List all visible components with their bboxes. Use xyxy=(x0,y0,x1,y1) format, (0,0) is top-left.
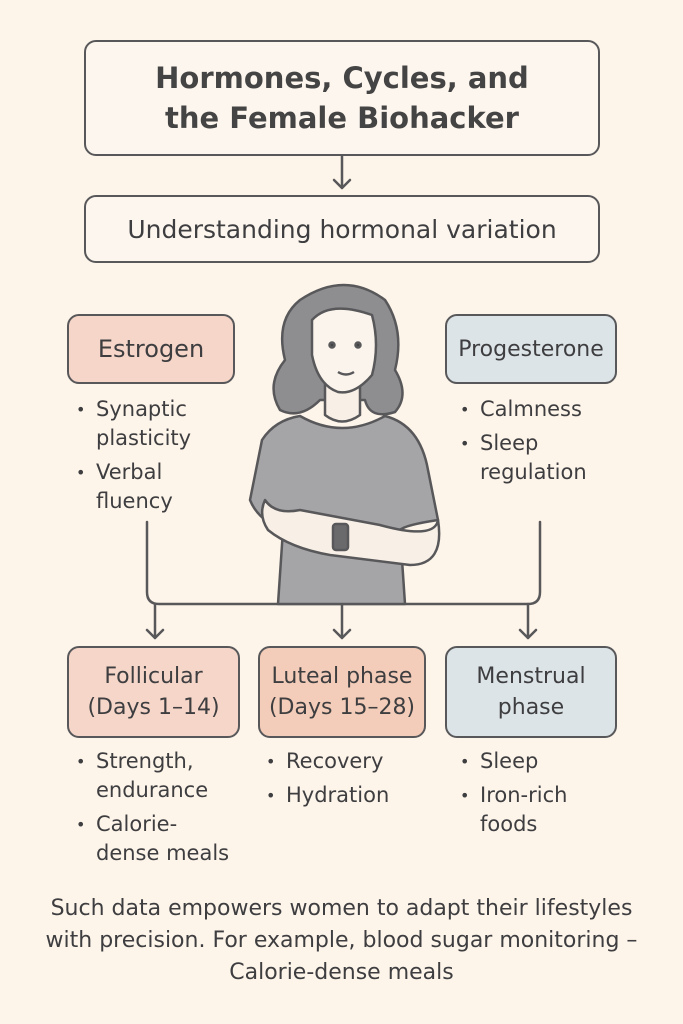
mouth xyxy=(337,370,355,376)
menstrual-bullets: Sleep Iron-rich foods xyxy=(458,747,598,844)
list-item: Sleep xyxy=(458,747,598,776)
list-item: Synaptic plasticity xyxy=(74,395,244,453)
list-item: Hydration xyxy=(264,781,424,810)
progesterone-bullets: Calmness Sleep regulation xyxy=(458,395,598,492)
crossed-arms xyxy=(260,498,441,567)
estrogen-label: Estrogen xyxy=(97,335,205,363)
eye-right xyxy=(354,341,362,349)
follicular-box: Follicular (Days 1–14) xyxy=(67,646,240,738)
estrogen-bullets: Synaptic plasticity Verbal fluency xyxy=(74,395,244,521)
luteal-bullets: Recovery Hydration xyxy=(264,747,424,815)
list-item: Calmness xyxy=(458,395,598,424)
menstrual-line-1: Menstrual xyxy=(476,664,586,689)
title-line-2: the Female Biohacker xyxy=(165,101,519,135)
follicular-line-1: Follicular xyxy=(104,664,203,689)
arrow-to-follicular xyxy=(145,602,165,640)
estrogen-box: Estrogen xyxy=(67,314,235,384)
follicular-line-2: (Days 1–14) xyxy=(87,695,220,720)
luteal-line-1: Luteal phase xyxy=(271,664,413,689)
list-item: Strength, endurance xyxy=(74,747,234,805)
arrow-to-luteal xyxy=(332,602,352,640)
arrow-to-menstrual xyxy=(518,602,538,640)
eye-left xyxy=(328,341,336,349)
arrow-title-to-subtitle xyxy=(332,154,352,190)
list-item: Recovery xyxy=(264,747,424,776)
menstrual-box: Menstrual phase xyxy=(445,646,617,738)
footer-text: Such data empowers women to adapt their … xyxy=(45,896,638,985)
list-item: Iron-rich foods xyxy=(458,781,598,839)
menstrual-line-2: phase xyxy=(497,695,565,720)
progesterone-box: Progesterone xyxy=(445,314,617,384)
smartwatch-icon xyxy=(331,522,350,552)
progesterone-label: Progesterone xyxy=(458,336,604,362)
woman-illustration xyxy=(248,283,441,606)
list-item: Verbal fluency xyxy=(74,458,244,516)
face xyxy=(310,307,378,394)
subtitle-text: Understanding hormonal variation xyxy=(127,214,557,244)
list-item: Calorie-dense meals xyxy=(74,810,234,868)
follicular-bullets: Strength, endurance Calorie-dense meals xyxy=(74,747,234,873)
title-line-1: Hormones, Cycles, and xyxy=(155,61,529,95)
luteal-line-2: (Days 15–28) xyxy=(268,695,416,720)
luteal-box: Luteal phase (Days 15–28) xyxy=(258,646,426,738)
list-item: Sleep regulation xyxy=(458,429,598,487)
subtitle-box: Understanding hormonal variation xyxy=(84,195,600,263)
title-box: Hormones, Cycles, and the Female Biohack… xyxy=(84,40,600,156)
